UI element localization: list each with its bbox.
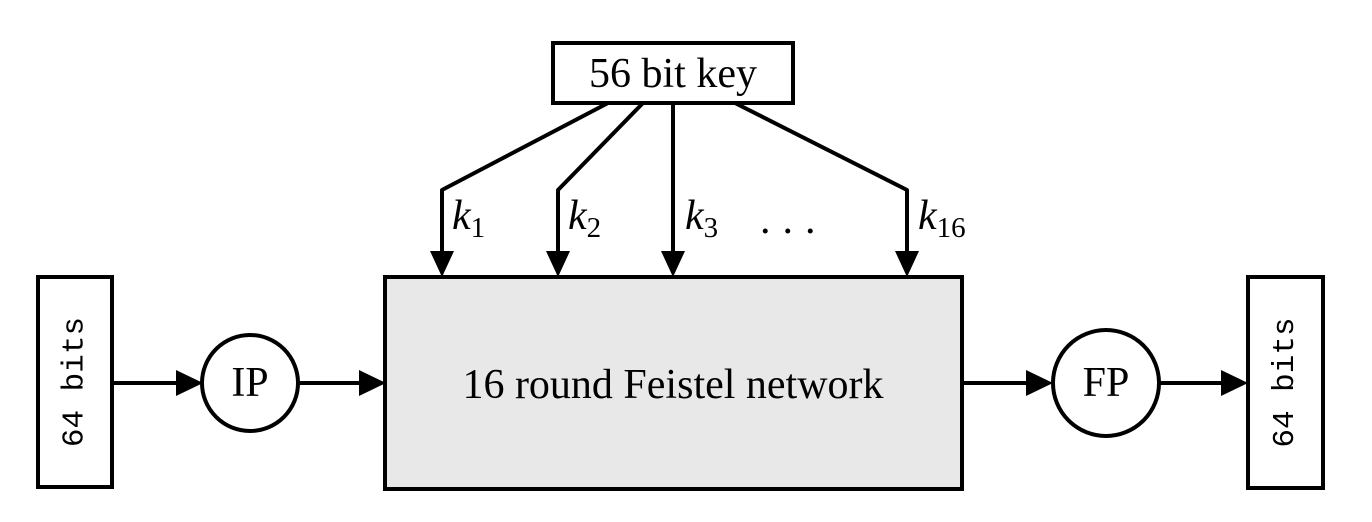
round-key-16-subscript: 16 [937, 212, 966, 244]
arrow-fp-to-output-head [1221, 370, 1248, 396]
arrow-feistel-to-fp-head [1026, 370, 1053, 396]
ip-label: IP [231, 360, 268, 406]
round-key-arrowhead-16 [895, 251, 919, 277]
input-bits-box [36, 275, 114, 489]
key-box-label: 56 bit key [589, 51, 757, 97]
round-key-arrow-line-1 [440, 101, 609, 253]
round-key-16-base: k [918, 193, 938, 239]
arrow-ip-to-feistel-head [359, 370, 386, 396]
round-key-arrowhead-1 [430, 251, 454, 277]
input-bits-label: 64 bits [58, 317, 93, 447]
round-key-1-base: k [452, 193, 472, 239]
round-key-arrowhead-2 [546, 251, 570, 277]
round-key-label-16: k16 [918, 193, 966, 244]
feistel-network-box [383, 275, 964, 491]
feistel-network-label: 16 round Feistel network [462, 362, 883, 408]
output-bits-box [1246, 275, 1325, 490]
arrow-input-to-ip-head [176, 370, 203, 396]
round-key-label-3: k3 [685, 193, 718, 244]
round-key-3-base: k [685, 193, 705, 239]
round-key-2-subscript: 2 [587, 212, 602, 244]
round-keys-ellipsis: ... [760, 197, 828, 243]
round-key-arrow-line-16 [734, 101, 909, 253]
fp-label: FP [1083, 360, 1130, 406]
round-key-3-subscript: 3 [704, 212, 719, 244]
round-key-arrowhead-3 [661, 251, 685, 277]
round-key-1-subscript: 1 [471, 212, 486, 244]
output-bits-label: 64 bits [1268, 317, 1303, 447]
round-key-label-2: k2 [568, 193, 601, 244]
round-key-2-base: k [568, 193, 588, 239]
round-key-label-1: k1 [452, 193, 485, 244]
round-key-arrow-line-2 [556, 101, 645, 253]
